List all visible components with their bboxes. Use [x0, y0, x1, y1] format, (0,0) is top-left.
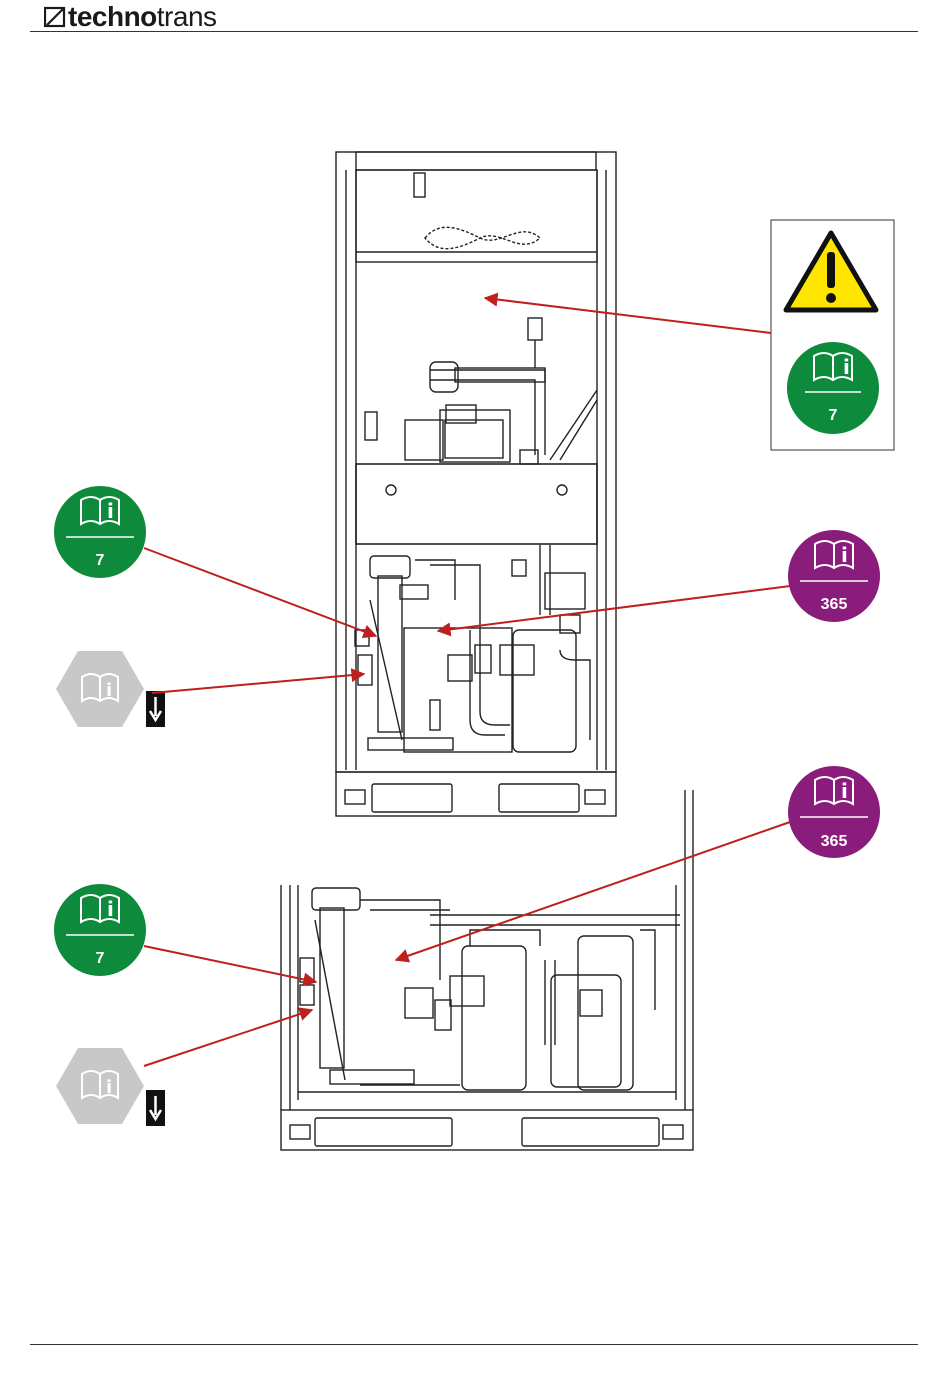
svg-text:i: i [843, 355, 850, 379]
warning-interval-badge: i 7 [787, 342, 879, 434]
svg-text:i: i [841, 779, 848, 803]
footer-rule [30, 1344, 918, 1345]
svg-text:i: i [107, 499, 114, 523]
warning-panel: i 7 [771, 220, 894, 450]
svg-text:i: i [107, 897, 114, 921]
upper-unit-drawing [336, 152, 616, 816]
bottom-right-interval-text: 365 [821, 833, 848, 850]
leader-bottom-hexagon [144, 1010, 312, 1066]
top-drain-hexagon: i [56, 651, 165, 727]
bottom-left-interval-badge: i 7 [54, 884, 146, 976]
leader-top-left-badge [144, 548, 376, 636]
svg-text:i: i [841, 543, 848, 567]
drain-arrow-icon [146, 1090, 165, 1126]
top-left-interval-text: 7 [96, 552, 105, 569]
top-right-interval-badge: i 365 [788, 530, 880, 622]
svg-text:i: i [106, 1077, 112, 1098]
svg-text:i: i [106, 680, 112, 701]
drain-arrow-icon [146, 691, 165, 727]
warning-interval-text: 7 [829, 407, 838, 424]
lower-unit-drawing [281, 790, 693, 1150]
bottom-right-interval-badge: i 365 [788, 766, 880, 858]
leader-top-hexagon [152, 674, 364, 693]
top-right-interval-text: 365 [821, 596, 848, 613]
leader-bottom-right-badge [396, 822, 790, 960]
leader-top-right-badge [438, 586, 790, 631]
bottom-left-interval-text: 7 [96, 950, 105, 967]
bottom-drain-hexagon: i [56, 1048, 165, 1126]
top-left-interval-badge: i 7 [54, 486, 146, 578]
warning-triangle-icon [786, 233, 876, 310]
